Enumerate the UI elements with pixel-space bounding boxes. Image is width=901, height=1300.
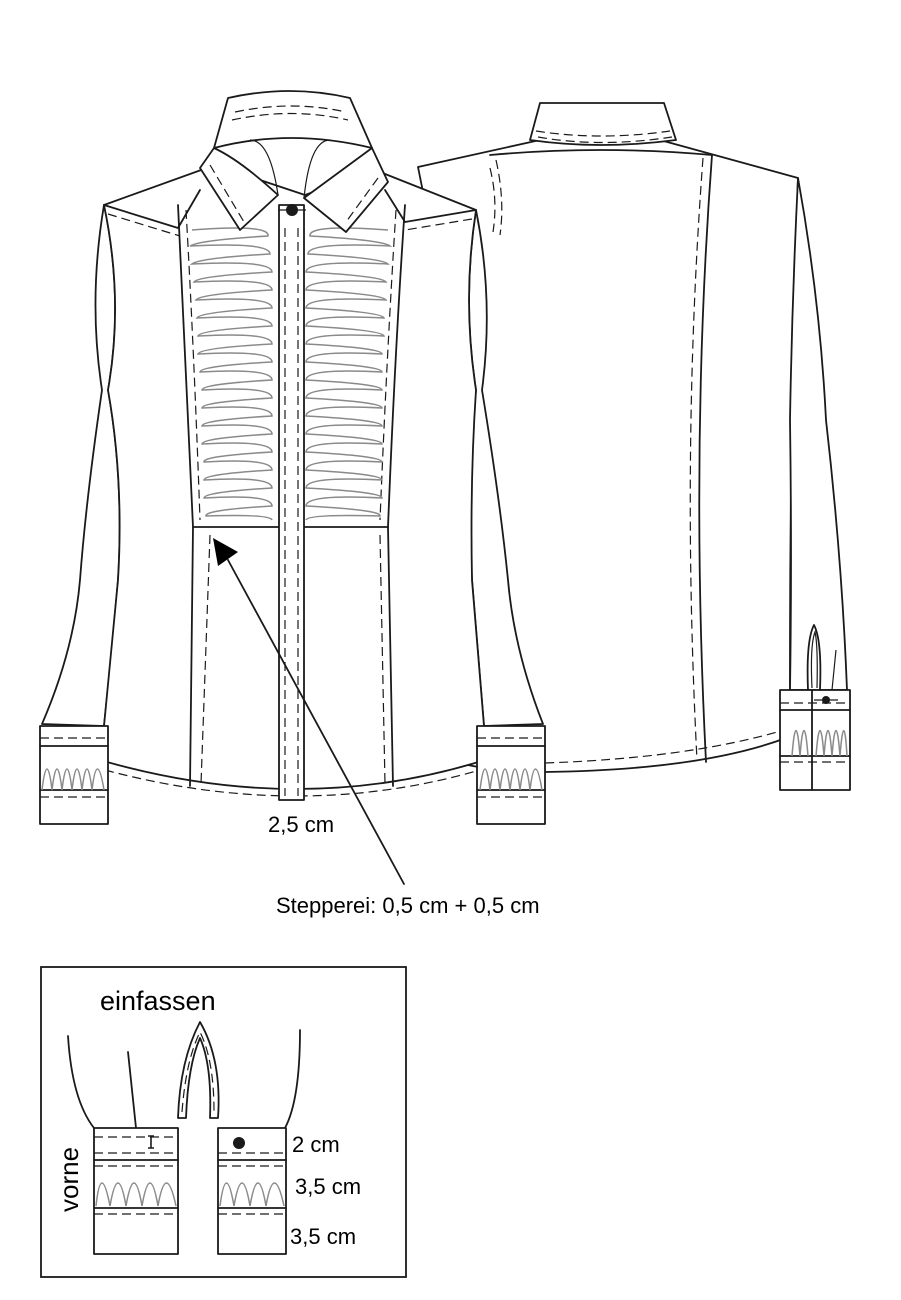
measure-bottom: 3,5 cm	[290, 1224, 356, 1249]
arrow-icon	[213, 538, 238, 566]
inset-heading: einfassen	[100, 986, 216, 1016]
front-collar-left	[199, 147, 279, 231]
back-sleeve	[789, 177, 848, 691]
button-icon	[233, 1137, 245, 1149]
inset-cuff-left	[93, 1127, 179, 1255]
shirt-front-view	[39, 90, 546, 825]
stitching-arrow	[213, 538, 405, 885]
cuff-detail-inset: einfassen vorne 2 cm 3,5 cm 3,5 cm	[40, 966, 407, 1278]
buttonhole-icon	[148, 1135, 154, 1149]
measure-middle: 3,5 cm	[295, 1174, 361, 1199]
front-placket	[278, 204, 305, 801]
front-left-sleeve	[41, 204, 121, 727]
measure-top: 2 cm	[292, 1132, 340, 1157]
inset-cuff-placket	[177, 1021, 220, 1119]
stitching-label: Stepperei: 0,5 cm + 0,5 cm	[276, 893, 540, 918]
back-cuff	[779, 689, 851, 791]
placket-width-label: 2,5 cm	[268, 812, 334, 837]
inset-cuff-right	[217, 1127, 287, 1255]
inset-side-label: vorne	[54, 1147, 84, 1212]
smocking-right	[305, 227, 393, 521]
smocking-left	[189, 227, 273, 521]
front-collar-stand	[213, 90, 373, 149]
front-collar-right	[303, 147, 389, 233]
